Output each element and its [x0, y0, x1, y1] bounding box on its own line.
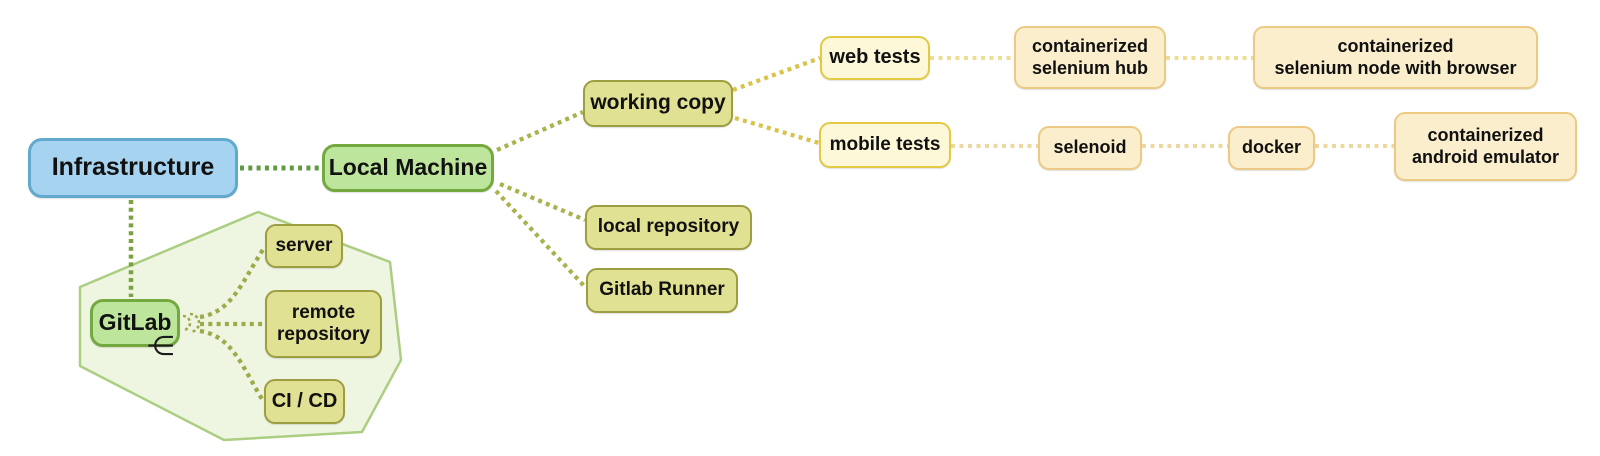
edge-local-machine-gitlab-runner: [494, 189, 588, 290]
node-docker[interactable]: docker: [1228, 126, 1315, 170]
edge-gitlab-server: [199, 246, 266, 320]
edge-working-copy-mobile-tests: [734, 115, 820, 146]
node-remote-repository[interactable]: remote repository: [265, 290, 382, 358]
gitlab-fan-arc-outer: [189, 312, 201, 334]
node-working-copy[interactable]: working copy: [583, 80, 733, 127]
gitlab-fan-arc-inner: [182, 314, 192, 332]
node-infrastructure[interactable]: Infrastructure: [28, 138, 238, 198]
edge-working-copy-web-tests: [732, 55, 821, 93]
node-local-machine[interactable]: Local Machine: [322, 144, 494, 192]
node-web-tests[interactable]: web tests: [820, 36, 930, 80]
edge-local-machine-working-copy: [496, 110, 584, 152]
node-selenium-node[interactable]: containerized selenium node with browser: [1253, 26, 1538, 89]
node-gitlab[interactable]: GitLab: [90, 299, 180, 347]
node-mobile-tests[interactable]: mobile tests: [819, 122, 951, 168]
edge-gitlab-ci-cd: [199, 328, 264, 401]
node-local-repository[interactable]: local repository: [585, 205, 752, 250]
node-server[interactable]: server: [265, 224, 343, 268]
edge-local-machine-local-repository: [499, 182, 586, 222]
node-ci-cd[interactable]: CI / CD: [264, 379, 345, 424]
node-gitlab-runner[interactable]: Gitlab Runner: [586, 268, 738, 313]
node-selenium-hub[interactable]: containerized selenium hub: [1014, 26, 1166, 89]
node-selenoid[interactable]: selenoid: [1038, 126, 1142, 170]
node-android-emulator[interactable]: containerized android emulator: [1394, 112, 1577, 181]
gitlab-attachment-icon: ⋲: [147, 331, 174, 362]
